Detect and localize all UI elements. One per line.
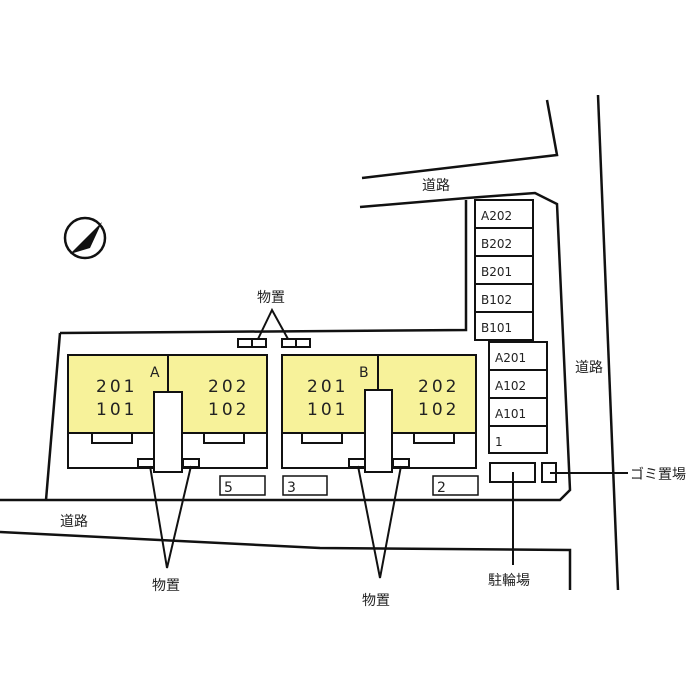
storage-label-top: 物置: [257, 290, 285, 306]
unit-a-201: 201: [96, 377, 137, 397]
storage-leaders: [149, 465, 402, 579]
road-edge-lot: [0, 191, 572, 502]
garbage-label: ゴミ置場: [630, 466, 686, 483]
parking-column-1: [474, 199, 534, 341]
north-compass-icon: [63, 216, 107, 260]
unit-a-102: 102: [208, 400, 249, 420]
parking-column-2: [488, 341, 548, 454]
unit-b-202: 202: [418, 377, 459, 397]
parking-space: 2: [437, 480, 446, 496]
bicycle-parking-label: 駐輪場: [488, 572, 530, 589]
storage-top: [237, 307, 311, 348]
parking-space: B101: [481, 321, 512, 335]
unit-b-102: 102: [418, 400, 459, 420]
road-label-top: 道路: [422, 178, 450, 194]
parking-space: A201: [495, 351, 526, 365]
lot-boundary-left: [44, 332, 62, 501]
road-bottom-lower-edge: [0, 530, 572, 590]
parking-space: A101: [495, 407, 526, 421]
parking-space: A202: [481, 209, 512, 223]
unit-a-202: 202: [208, 377, 249, 397]
parking-space: 1: [495, 435, 503, 449]
parking-bottom: [219, 475, 479, 496]
building-a-label: A: [150, 365, 160, 381]
road-label-right: 道路: [575, 360, 603, 376]
storage-label-a: 物置: [152, 578, 180, 594]
parking-space: B201: [481, 265, 512, 279]
building-a: [67, 354, 268, 473]
unit-b-101: 101: [307, 400, 348, 420]
unit-a-101: 101: [96, 400, 137, 420]
storage-label-b: 物置: [362, 593, 390, 609]
parking-space: 5: [224, 480, 233, 496]
parking-space: A102: [495, 379, 526, 393]
road-top-upper-edge: [361, 99, 559, 180]
roads: [0, 94, 620, 591]
parking-space: B102: [481, 293, 512, 307]
road-right-edge: [596, 94, 620, 591]
unit-b-201: 201: [307, 377, 348, 397]
building-b: [281, 354, 477, 473]
parking-space: 3: [287, 480, 296, 496]
lot-boundary-top: [59, 200, 468, 335]
road-label-bottom: 道路: [60, 514, 88, 530]
bicycle-garbage: [489, 462, 628, 565]
parking-space: B202: [481, 237, 512, 251]
building-b-label: B: [359, 365, 369, 381]
